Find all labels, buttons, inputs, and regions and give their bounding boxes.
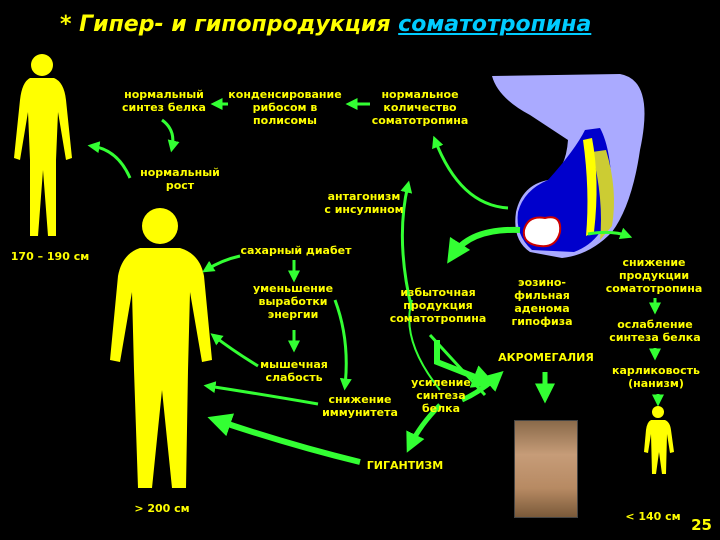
- label-height-normal: 170 – 190 см: [10, 250, 90, 263]
- label-synthesis-weakening: ослабление синтеза белка: [609, 318, 701, 344]
- label-antagonism: антагонизм с инсулином: [324, 190, 404, 216]
- label-height-dwarf: < 140 см: [625, 510, 681, 523]
- slide-title: * Гипер- и гипопродукция соматотропина: [60, 12, 592, 37]
- label-immunity-decrease: снижение иммунитета: [322, 393, 398, 419]
- label-diabetes: сахарный диабет: [240, 244, 352, 257]
- label-condensation: конденсирование рибосом в полисомы: [228, 88, 342, 127]
- label-adenoma: эозино- фильная аденома гипофиза: [511, 276, 573, 328]
- page-number: 25: [691, 516, 712, 534]
- dwarf-person-figure: [644, 406, 674, 474]
- label-normal-synthesis: нормальный синтез белка: [122, 88, 206, 114]
- label-energy-decrease: уменьшение выработки энергии: [252, 282, 334, 321]
- label-normal-growth: нормальный рост: [140, 166, 220, 192]
- label-height-giant: > 200 см: [134, 502, 190, 515]
- label-excess-production: избыточная продукция соматотропина: [389, 286, 487, 325]
- label-dwarfism: карликовость (нанизм): [612, 364, 700, 390]
- arrows: [87, 98, 664, 465]
- pituitary-gland-illustration: [492, 74, 645, 258]
- label-synthesis-increase: усиление синтеза белка: [411, 376, 471, 415]
- normal-person-figure: [14, 54, 72, 236]
- title-link[interactable]: соматотропина: [398, 12, 592, 37]
- label-gigantism: ГИГАНТИЗМ: [366, 459, 444, 472]
- label-muscle-weakness: мышечная слабость: [260, 358, 328, 384]
- giant-person-figure: [110, 208, 212, 488]
- label-production-decrease: снижение продукции соматотропина: [605, 256, 703, 295]
- label-normal-amount: нормальное количество соматотропина: [371, 88, 469, 127]
- label-acromegaly: АКРОМЕГАЛИЯ: [498, 351, 594, 364]
- acromegaly-patient-photo: [514, 420, 578, 518]
